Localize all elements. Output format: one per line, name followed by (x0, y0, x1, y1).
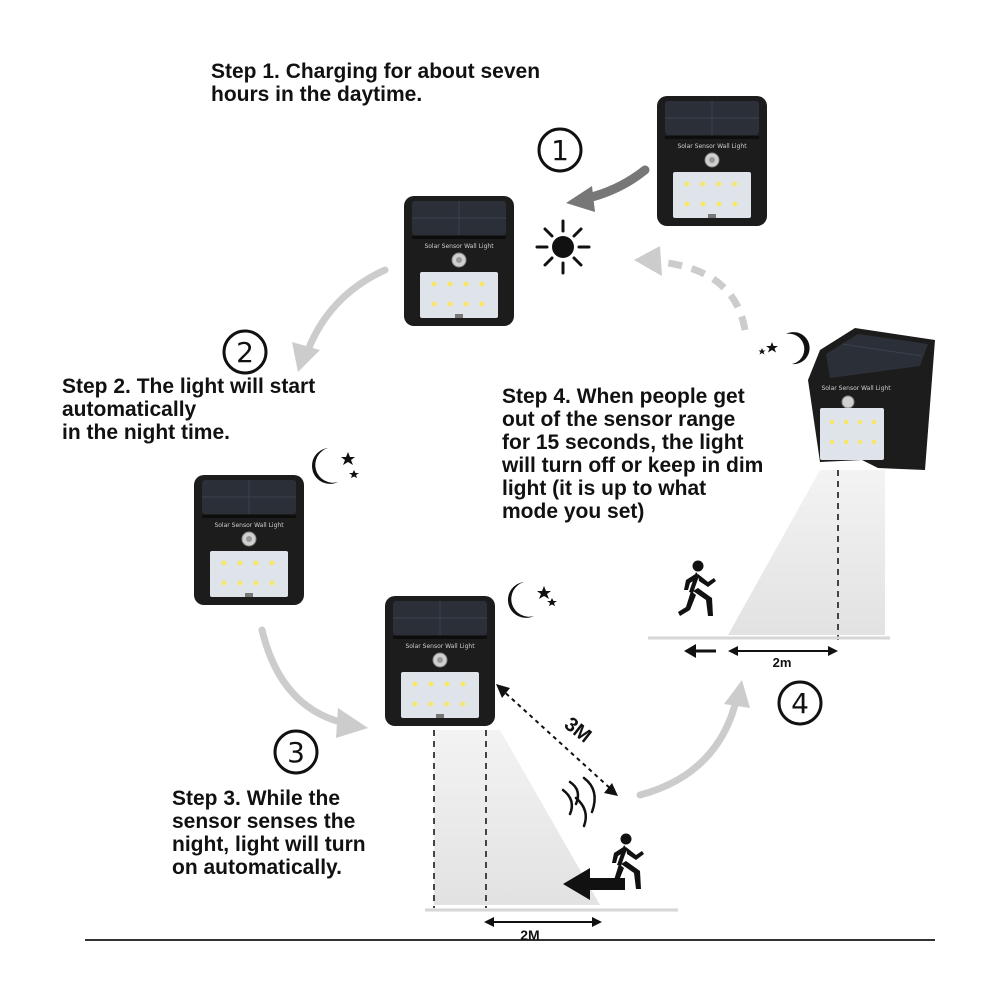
step-4-text: Step 4. When people get out of the senso… (502, 385, 763, 523)
step-2-line-1: Step 2. The light will start (62, 375, 316, 398)
step-3-lamp (384, 595, 496, 727)
sun-icon (535, 219, 591, 275)
step-3-line-2: sensor senses the (172, 810, 356, 833)
svg-text:4: 4 (791, 687, 809, 720)
step-3-light-beam (433, 730, 600, 908)
step-4-line-3: for 15 seconds, the light (502, 431, 744, 454)
step-1-line-2: hours in the daytime. (211, 83, 423, 106)
step-2-lamp-top (403, 195, 515, 327)
svg-text:2: 2 (236, 336, 254, 369)
svg-text:3: 3 (287, 736, 305, 769)
step-1-text: Step 1. Charging for about seven hours i… (211, 60, 540, 106)
step-2-lamp-bottom (193, 474, 305, 606)
step-4-line-1: Step 4. When people get (502, 385, 745, 408)
svg-text:2M: 2M (520, 927, 539, 943)
step-3-distance-indicator: 2M (484, 917, 602, 943)
step-3-line-3: night, light will turn (172, 833, 366, 856)
step-1-line-1: Step 1. Charging for about seven (211, 60, 541, 83)
cycle-arrow-top-left (292, 266, 389, 372)
step-2-number-badge: 2 (222, 329, 268, 375)
step-1-arrow (566, 165, 650, 212)
step-3-line-4: on automatically. (172, 856, 342, 879)
step-4-distance-indicator: 2m (728, 646, 838, 670)
moon-stars-icon (311, 448, 359, 484)
step-1-number-badge: 1 (537, 127, 583, 173)
step-4-line-5: light (it is up to what (502, 477, 707, 500)
svg-text:3M: 3M (560, 713, 595, 747)
cycle-arrow-bottom-right (636, 680, 750, 799)
step-4-line-6: mode you set) (502, 500, 645, 523)
step-4-lamp: Solar Sensor Wall Light (808, 328, 935, 470)
step-4-line-4: will turn off or keep in dim (502, 454, 764, 477)
svg-text:1: 1 (551, 134, 569, 167)
cycle-arrow-bottom-left (258, 626, 368, 738)
cycle-arrow-top-right (634, 246, 749, 331)
step-3-number-badge: 3 (273, 729, 319, 775)
step-2-line-2: automatically (62, 398, 197, 421)
svg-text:2m: 2m (773, 655, 792, 670)
sensor-wave-icon (561, 776, 596, 828)
step-4-line-2: out of the sensor range (502, 408, 736, 431)
svg-text:Solar Sensor Wall Light: Solar Sensor Wall Light (821, 385, 891, 392)
step-1-lamp (656, 95, 768, 227)
step-4-exit-arrow (684, 644, 716, 658)
moon-stars-icon (758, 332, 810, 365)
step-3-text: Step 3. While the sensor senses the nigh… (172, 787, 366, 879)
step-4-light-beam (728, 470, 885, 640)
moon-stars-icon (507, 582, 557, 618)
step-3-direction-arrow (563, 868, 625, 900)
running-person-icon (678, 560, 716, 616)
step-4-number-badge: 4 (777, 680, 823, 726)
step-2-line-3: in the night time. (62, 421, 230, 444)
step-2-text: Step 2. The light will start automatical… (62, 375, 315, 444)
step-3-line-1: Step 3. While the (172, 787, 341, 810)
